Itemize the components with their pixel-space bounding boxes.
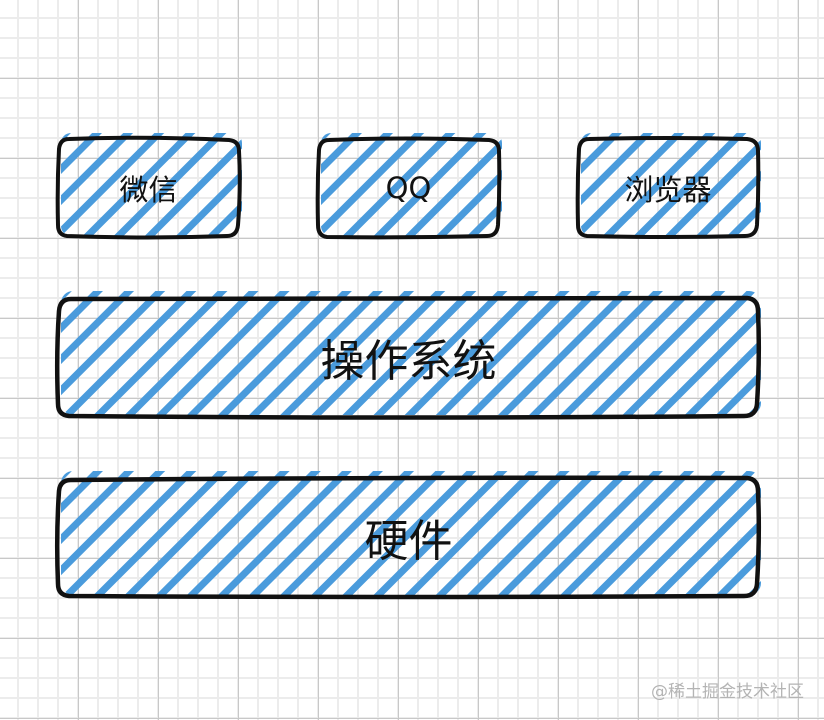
- app-label-browser: 浏览器: [624, 172, 712, 207]
- hatch-fill: [54, 291, 762, 420]
- app-box-wechat: 微信: [55, 133, 242, 240]
- hatch-fill: [575, 133, 761, 239]
- app-label-qq: QQ: [385, 170, 432, 205]
- hardware-box: 硬件: [54, 471, 762, 600]
- app-label-wechat: 微信: [119, 172, 178, 207]
- hatch-fill: [315, 133, 502, 240]
- hatch-fill: [55, 133, 242, 240]
- app-box-browser: 浏览器: [575, 133, 761, 239]
- hatch-fill: [54, 471, 762, 600]
- hardware-label: 硬件: [364, 516, 453, 567]
- app-box-qq: QQ: [315, 133, 502, 240]
- watermark: @稀土掘金技术社区: [651, 682, 804, 702]
- os-box: 操作系统: [54, 291, 762, 420]
- os-label: 操作系统: [320, 336, 497, 387]
